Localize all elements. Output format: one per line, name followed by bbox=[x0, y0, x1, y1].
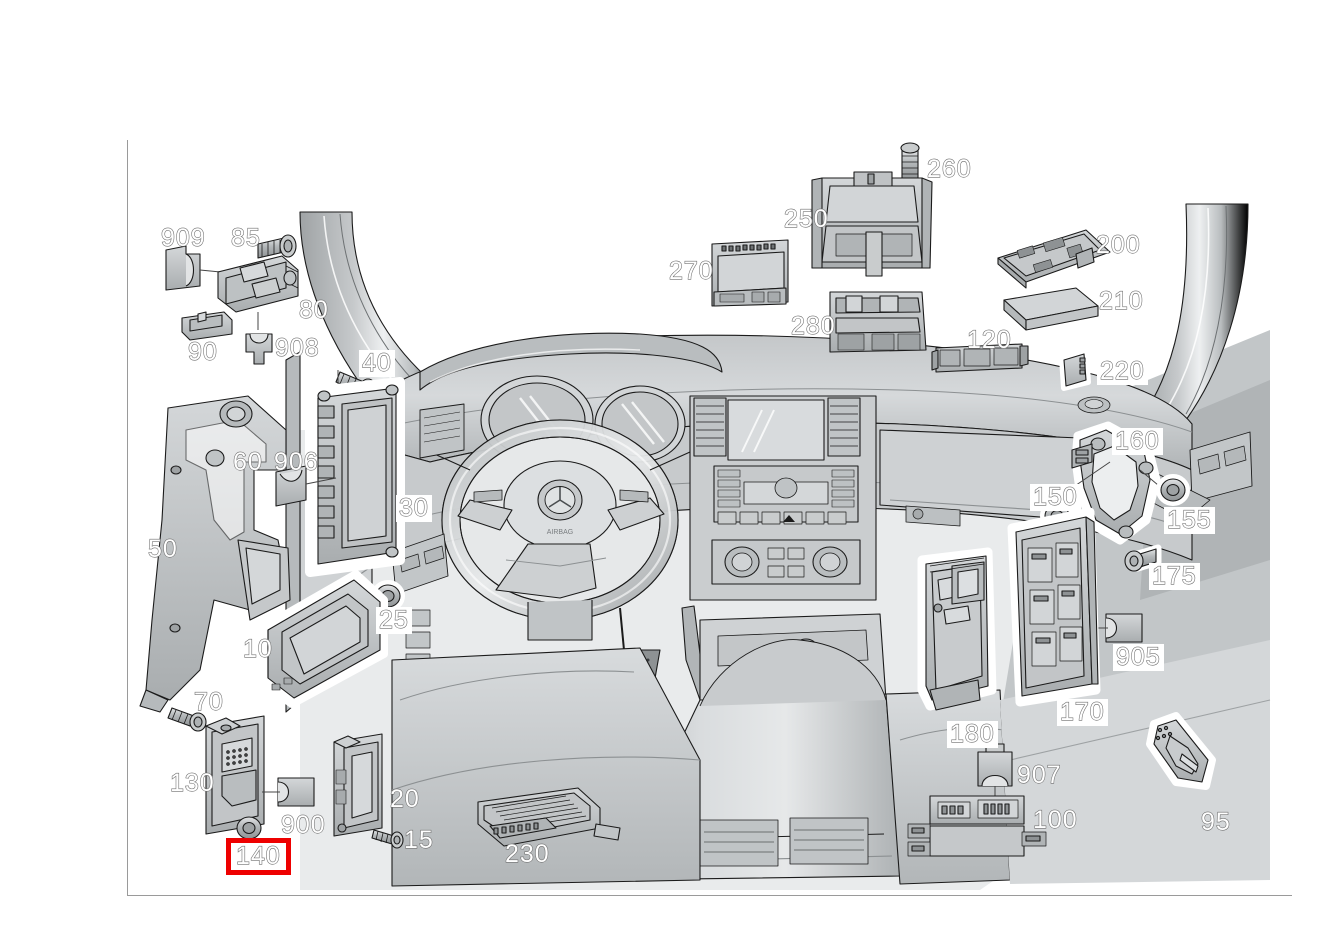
part-260 bbox=[900, 142, 920, 181]
callout-260[interactable]: 260 bbox=[926, 155, 972, 183]
callout-20[interactable]: 20 bbox=[389, 785, 420, 813]
callout-230[interactable]: 230 bbox=[504, 840, 550, 868]
callout-160[interactable]: 160 bbox=[1112, 428, 1163, 455]
callout-10[interactable]: 10 bbox=[242, 635, 273, 663]
callout-15[interactable]: 15 bbox=[403, 826, 434, 854]
callout-50[interactable]: 50 bbox=[147, 535, 178, 563]
callout-130[interactable]: 130 bbox=[169, 769, 215, 797]
part-900 bbox=[277, 777, 315, 807]
callout-905[interactable]: 905 bbox=[1113, 644, 1164, 671]
callout-906[interactable]: 906 bbox=[273, 448, 319, 476]
part-909 bbox=[165, 245, 201, 291]
part-170 bbox=[1007, 507, 1101, 707]
part-220 bbox=[1059, 349, 1091, 391]
part-155 bbox=[1156, 474, 1190, 506]
callout-40[interactable]: 40 bbox=[359, 350, 395, 377]
part-95 bbox=[1146, 712, 1216, 790]
part-140 bbox=[236, 816, 262, 840]
callout-100[interactable]: 100 bbox=[1032, 806, 1078, 834]
part-85 bbox=[257, 234, 297, 259]
part-70 bbox=[167, 707, 207, 732]
callout-907[interactable]: 907 bbox=[1016, 761, 1062, 789]
part-200 bbox=[997, 229, 1111, 289]
callout-200[interactable]: 200 bbox=[1095, 231, 1141, 259]
callout-60[interactable]: 60 bbox=[232, 448, 263, 476]
part-905 bbox=[1105, 613, 1143, 643]
callout-70[interactable]: 70 bbox=[193, 688, 224, 716]
part-50 bbox=[139, 395, 291, 713]
callout-250[interactable]: 250 bbox=[783, 205, 829, 233]
part-130 bbox=[205, 715, 265, 835]
part-906 bbox=[275, 465, 307, 507]
callout-30[interactable]: 30 bbox=[396, 495, 432, 522]
callout-180[interactable]: 180 bbox=[947, 721, 998, 748]
callout-909[interactable]: 909 bbox=[160, 224, 206, 252]
callout-210[interactable]: 210 bbox=[1098, 287, 1144, 315]
callout-120[interactable]: 120 bbox=[966, 326, 1012, 354]
callout-85[interactable]: 85 bbox=[230, 224, 261, 252]
callout-900[interactable]: 900 bbox=[280, 811, 326, 839]
callout-170[interactable]: 170 bbox=[1057, 699, 1108, 726]
callout-175[interactable]: 175 bbox=[1149, 563, 1200, 590]
callout-90[interactable]: 90 bbox=[187, 338, 218, 366]
part-80 bbox=[217, 255, 299, 313]
part-120 bbox=[931, 343, 1029, 373]
part-250 bbox=[811, 171, 933, 277]
callout-80[interactable]: 80 bbox=[298, 296, 329, 324]
frame-rule-left bbox=[127, 140, 128, 895]
part-280 bbox=[829, 291, 927, 353]
part-908 bbox=[245, 333, 273, 365]
callout-270[interactable]: 270 bbox=[668, 257, 714, 285]
part-30 bbox=[305, 377, 405, 577]
part-20 bbox=[333, 733, 383, 837]
svg-text:AIRBAG: AIRBAG bbox=[547, 529, 573, 536]
part-15 bbox=[371, 829, 404, 849]
callout-25[interactable]: 25 bbox=[376, 607, 412, 634]
part-175 bbox=[1124, 544, 1162, 572]
callout-280[interactable]: 280 bbox=[790, 312, 836, 340]
part-160 bbox=[1071, 421, 1161, 545]
callout-908[interactable]: 908 bbox=[274, 334, 320, 362]
part-210 bbox=[1003, 287, 1099, 331]
part-100 bbox=[907, 795, 1047, 857]
frame-rule-bottom bbox=[127, 895, 1292, 896]
callout-140-highlighted[interactable]: 140 bbox=[226, 838, 291, 875]
part-90 bbox=[181, 311, 233, 341]
callout-150[interactable]: 150 bbox=[1030, 484, 1081, 511]
part-180 bbox=[917, 547, 997, 711]
callout-95[interactable]: 95 bbox=[1200, 808, 1231, 836]
callout-220[interactable]: 220 bbox=[1097, 358, 1148, 385]
callout-155[interactable]: 155 bbox=[1164, 507, 1215, 534]
part-10 bbox=[258, 570, 388, 708]
part-907 bbox=[977, 743, 1013, 787]
part-270 bbox=[711, 239, 789, 307]
part-230 bbox=[477, 787, 621, 847]
